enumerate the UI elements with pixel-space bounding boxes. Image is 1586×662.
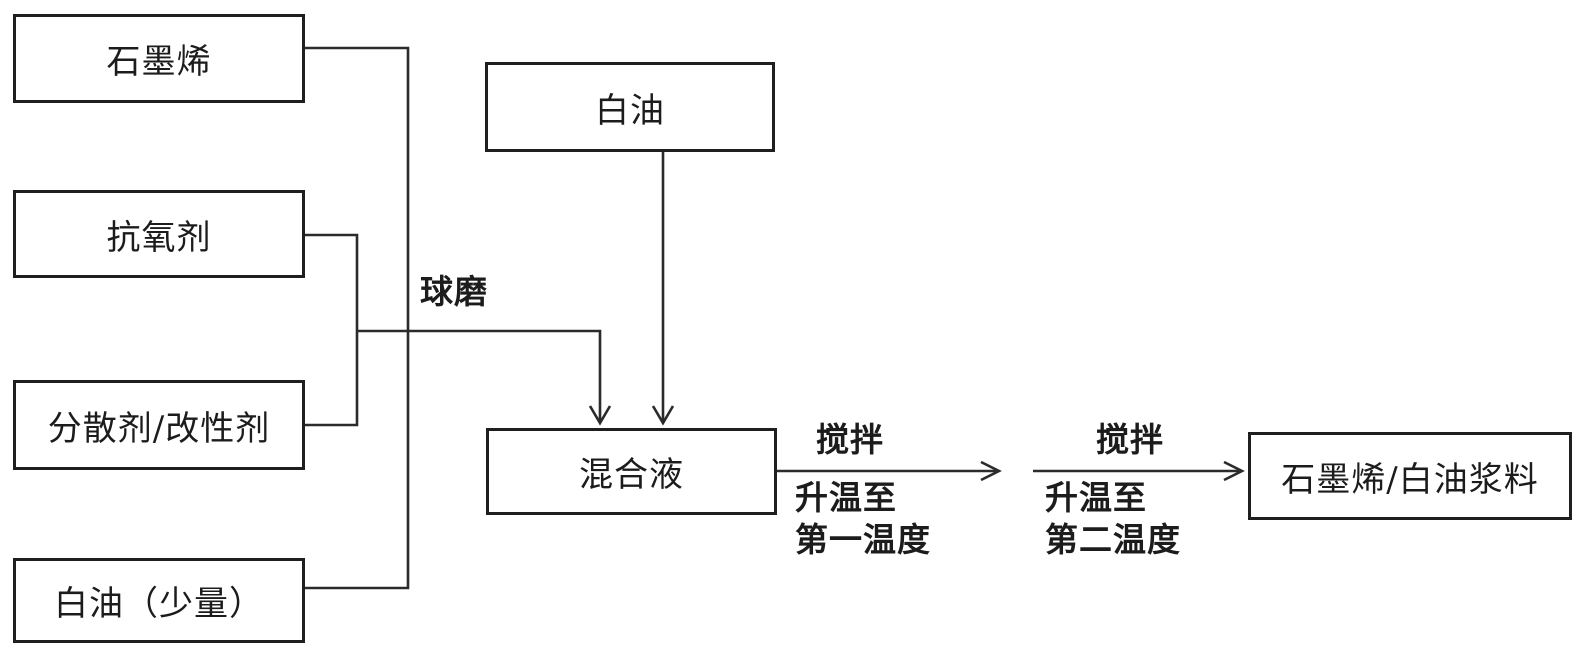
- edge-ballmill-line: [357, 329, 602, 421]
- arrowhead-stir2: [1223, 460, 1245, 482]
- label-heat-to-second-temperature: 升温至 第二温度: [1045, 477, 1181, 561]
- node-product: 石墨烯/白油浆料: [1248, 432, 1572, 520]
- node-white-oil: 白油: [485, 62, 775, 152]
- label-ball-milling: 球磨: [420, 272, 488, 311]
- label-heat2-line1: 升温至: [1045, 478, 1147, 517]
- arrowhead-ballmill: [588, 405, 612, 426]
- label-heat1-line1: 升温至: [795, 478, 897, 517]
- node-dispersant-modifier: 分散剂/改性剂: [13, 380, 305, 470]
- arrowhead-whiteoil: [651, 405, 675, 426]
- connector-antioxidant-dispersant: [305, 233, 359, 427]
- label-heat-to-first-temperature: 升温至 第一温度: [795, 477, 931, 561]
- node-graphene: 石墨烯: [13, 14, 305, 103]
- arrowhead-stir1: [980, 460, 1002, 482]
- node-white-oil-small: 白油（少量）: [13, 558, 305, 643]
- label-heat2-line2: 第二温度: [1045, 520, 1181, 559]
- connector-graphene-whiteoilsmall: [305, 46, 410, 590]
- label-stir-1: 搅拌: [816, 420, 884, 459]
- node-mixed-liquid: 混合液: [486, 428, 777, 515]
- label-stir-2: 搅拌: [1096, 420, 1164, 459]
- node-antioxidant: 抗氧剂: [13, 190, 305, 278]
- label-heat1-line2: 第一温度: [795, 520, 931, 559]
